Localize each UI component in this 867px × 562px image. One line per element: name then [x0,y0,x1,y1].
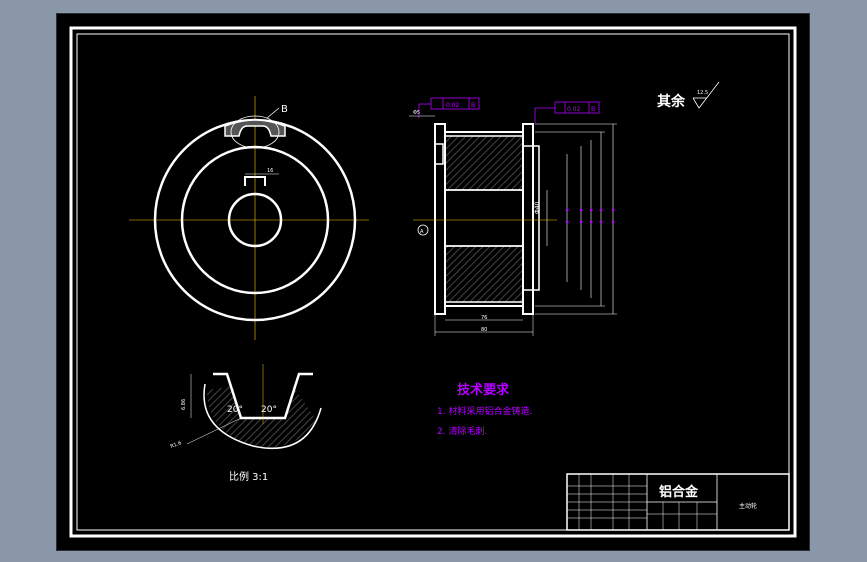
inner-frame [76,33,790,531]
datum-a-label: A [420,229,424,235]
hub-right-extension [522,145,540,291]
tolerance-left-ref: B [471,102,475,109]
diameter-dims [535,123,617,315]
detail-b-circle [230,115,280,149]
side-dim: Φ5 [413,110,420,116]
keyway-dim: 16 [267,168,273,174]
detail-outline [203,383,322,450]
tolerance-right-value: 0.02 [567,106,581,113]
front-view: 16 B [129,96,369,340]
detail-scale: 比例 3:1 [229,470,268,483]
detail-b-leader [266,107,280,119]
upper-section-hatch [444,135,524,191]
tolerance-frame-left [430,97,480,110]
groove-circle [180,145,330,295]
tech-item-2: 2. 清除毛刺. [437,425,487,437]
keyway [244,176,266,186]
drawing-canvas: 16 B [69,26,797,538]
dim-inner: 76 [481,315,487,321]
radius-dim: R1.6 [170,440,183,450]
dim-outer: 80 [481,327,487,333]
tech-title: 技术要求 [457,382,510,398]
left-flange [434,123,446,315]
part-name: 主动轮 [739,502,757,510]
detail-view: 20° 20° 6.86 R1.6 比例 3:1 [170,364,322,483]
tech-item-1: 1. 材料采用铝合金铸造. [437,405,532,417]
bore-region [444,189,524,247]
tolerance-frame-right [554,101,600,114]
material-label: 铝合金 [659,484,699,500]
bore-dim: Φ40 [534,201,541,214]
roughness-label: 其余 [657,93,686,110]
hub-left-notch [434,143,444,165]
detail-b-section [224,119,286,137]
lower-section-hatch [444,245,524,303]
angle-right: 20° [261,405,277,415]
bore-circle [227,192,283,248]
roughness-symbol: 其余 12.5 [657,81,720,110]
detail-b-label: B [281,104,288,115]
right-flange [522,123,534,315]
datum-a-circle [417,224,429,236]
tolerance-left-value: 0.02 [446,102,460,109]
angle-left: 20° [227,405,243,415]
title-block: 铝合金 主动轮 [566,473,790,531]
tolerance-right-ref: B [591,106,595,113]
depth-dim: 6.86 [181,399,187,410]
outer-frame [69,26,797,538]
tech-requirements: 技术要求 1. 材料采用铝合金铸造. 2. 清除毛刺. [437,382,532,437]
roughness-value: 12.5 [697,90,708,96]
cad-viewport[interactable]: 16 B [56,13,810,551]
section-view: Φ40 0.02 B 0.02 B Φ5 A [409,97,617,336]
